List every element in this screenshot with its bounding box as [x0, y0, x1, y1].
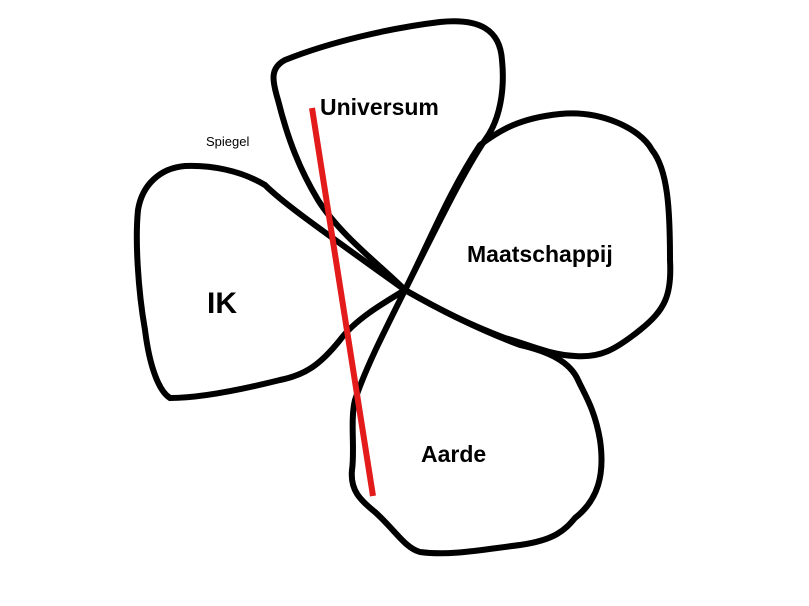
label-universum: Universum — [320, 94, 439, 120]
label-maatschappij: Maatschappij — [467, 241, 613, 267]
leaf-ik-outline — [133, 162, 408, 401]
mirror-line — [309, 107, 376, 497]
label-aarde: Aarde — [421, 441, 487, 467]
label-spiegel: Spiegel — [206, 134, 250, 149]
leaf-maatschappij-outline — [402, 110, 674, 360]
label-ik: IK — [207, 287, 237, 320]
leaf-aarde-outline — [348, 287, 605, 557]
